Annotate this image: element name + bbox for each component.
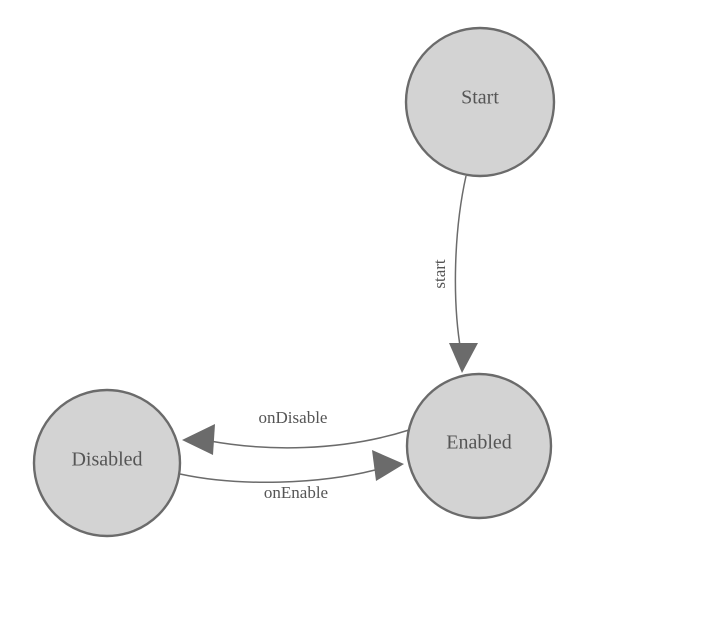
node-enabled-circle[interactable] xyxy=(405,372,553,520)
edge-label-start: start xyxy=(430,259,449,289)
edge-enabled-to-disabled-path xyxy=(209,429,410,449)
arrowhead-into-disabled xyxy=(182,424,215,455)
edge-start-to-enabled[interactable]: start xyxy=(430,175,478,373)
node-disabled-circle[interactable] xyxy=(32,388,182,538)
edge-label-onenable: onEnable xyxy=(264,483,328,502)
edge-enabled-to-disabled[interactable]: onDisable xyxy=(182,408,410,455)
node-start-circle[interactable] xyxy=(404,26,556,178)
node-disabled-label: Disabled xyxy=(71,449,142,471)
edge-disabled-to-enabled[interactable]: onEnable xyxy=(179,450,404,502)
edge-label-ondisable: onDisable xyxy=(259,408,328,427)
edge-disabled-to-enabled-path xyxy=(179,469,376,484)
node-start[interactable]: Start xyxy=(404,26,556,178)
arrowhead-into-enabled-top xyxy=(449,343,478,373)
edge-start-to-enabled-path xyxy=(454,175,467,353)
arrowhead-into-enabled-left xyxy=(372,450,404,481)
node-enabled-label: Enabled xyxy=(446,432,512,454)
node-start-label: Start xyxy=(461,87,499,109)
node-disabled[interactable]: Disabled xyxy=(32,388,182,538)
node-enabled[interactable]: Enabled xyxy=(405,372,553,520)
